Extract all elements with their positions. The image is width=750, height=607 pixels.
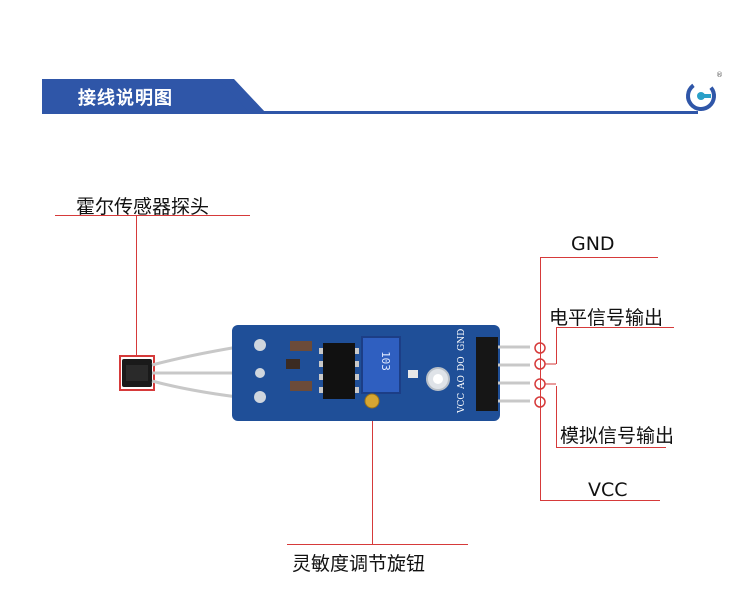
hall-sensor-module: 103 VCC AO DO GND [122, 325, 530, 421]
pin-label-vcc: VCC [457, 393, 467, 414]
probe-leader [136, 215, 137, 355]
brand-logo-icon [686, 81, 716, 111]
vcc-underline [540, 500, 660, 501]
label-analog-output: 模拟信号输出 [560, 425, 675, 447]
page-title: 接线说明图 [78, 88, 173, 109]
pin-header [476, 337, 498, 411]
registered-mark: ® [716, 71, 723, 79]
label-digital-output: 电平信号输出 [549, 307, 664, 329]
header-banner [42, 79, 252, 113]
pin-markers [534, 342, 556, 408]
potentiometer [361, 336, 401, 394]
pin-marker-vcc [534, 396, 546, 408]
pin-label-gnd: GND [457, 329, 467, 351]
pin-label-ao: AO [457, 375, 467, 390]
resistor-2 [290, 381, 312, 391]
knob-underline [287, 544, 468, 545]
status-led [408, 370, 418, 378]
header-rule [42, 111, 698, 114]
knob-screw-icon [364, 393, 380, 409]
sensor-lead-3 [151, 379, 239, 399]
pin-label-do: DO [457, 356, 467, 371]
sensor-lead-1 [151, 345, 239, 367]
probe-underline [55, 215, 250, 216]
resistor-1 [290, 341, 312, 351]
pin-marker-gnd [534, 342, 546, 354]
knob-leader [372, 404, 373, 544]
label-gnd: GND [571, 233, 615, 255]
label-hall-sensor-probe: 霍尔传感器探头 [76, 196, 210, 218]
digital-underline [556, 327, 674, 328]
label-vcc: VCC [588, 479, 628, 501]
digital-leader [556, 327, 557, 364]
analog-underline [556, 447, 666, 448]
pot-marking: 103 [379, 351, 392, 371]
analog-leader [556, 386, 557, 447]
comparator-ic [323, 343, 355, 399]
label-sensitivity-knob: 灵敏度调节旋钮 [292, 553, 426, 575]
gnd-underline [540, 257, 658, 258]
